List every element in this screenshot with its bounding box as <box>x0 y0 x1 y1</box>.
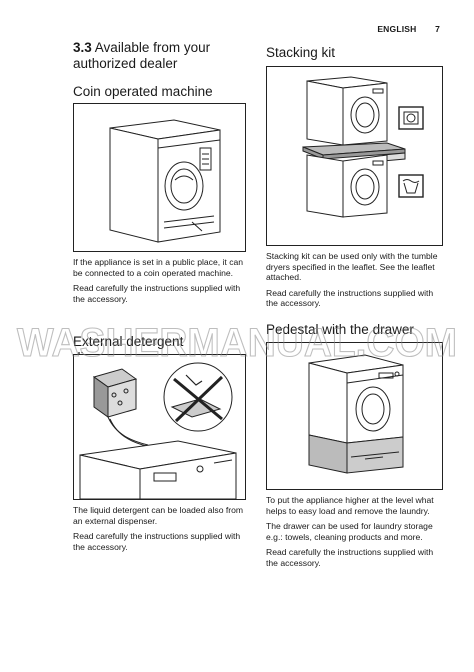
coin-text: If the appliance is set in a public plac… <box>73 257 245 309</box>
pedestal-title: Pedestal with the drawer <box>266 322 414 337</box>
section-number: 3.3 <box>73 40 92 55</box>
coin-block-title-wrap: Coin operated machine <box>73 84 245 100</box>
pedestal-title-wrap: Pedestal with the drawer <box>266 322 442 338</box>
coin-machine-drawing <box>109 119 221 243</box>
stacking-kit-illustration <box>266 66 443 246</box>
pedestal-paragraph-1: To put the appliance higher at the level… <box>266 495 434 516</box>
coin-paragraph-1: If the appliance is set in a public plac… <box>73 257 244 278</box>
coin-title: Coin operated machine <box>73 84 213 99</box>
detergent-paragraph-2: Read carefully the instructions supplied… <box>73 531 241 552</box>
stacking-title: Stacking kit <box>266 45 336 60</box>
pedestal-text: To put the appliance higher at the level… <box>266 495 442 574</box>
coin-paragraph-2: Read carefully the instructions supplied… <box>73 283 241 304</box>
header-page-number: 7 <box>435 24 440 34</box>
stacking-kit-drawing <box>302 76 424 218</box>
pedestal-drawer-drawing <box>308 354 404 474</box>
detergent-dispenser-drawing <box>79 362 237 499</box>
detergent-text: The liquid detergent can be loaded also … <box>73 505 245 557</box>
stacking-text: Stacking kit can be used only with the t… <box>266 251 442 314</box>
stacking-paragraph-2: Read carefully the instructions supplied… <box>266 287 434 309</box>
detergent-paragraph-1: The liquid detergent can be loaded also … <box>73 505 244 526</box>
page-header: ENGLISH 7 <box>377 24 440 34</box>
pedestal-paragraph-2: The drawer can be used for laundry stora… <box>266 521 433 542</box>
coin-machine-illustration <box>73 103 246 252</box>
section-title: Available from your authorized dealer <box>73 40 211 71</box>
stacking-title-wrap: Stacking kit <box>266 45 442 61</box>
section-heading: 3.3 Available from your authorized deale… <box>73 40 245 72</box>
detergent-dispenser-illustration <box>73 354 246 500</box>
pedestal-paragraph-3: Read carefully the instructions supplied… <box>266 547 434 568</box>
pedestal-drawer-illustration <box>266 342 443 490</box>
header-language: ENGLISH <box>377 24 417 34</box>
stacking-paragraph-1: Stacking kit can be used only with the t… <box>266 251 438 283</box>
